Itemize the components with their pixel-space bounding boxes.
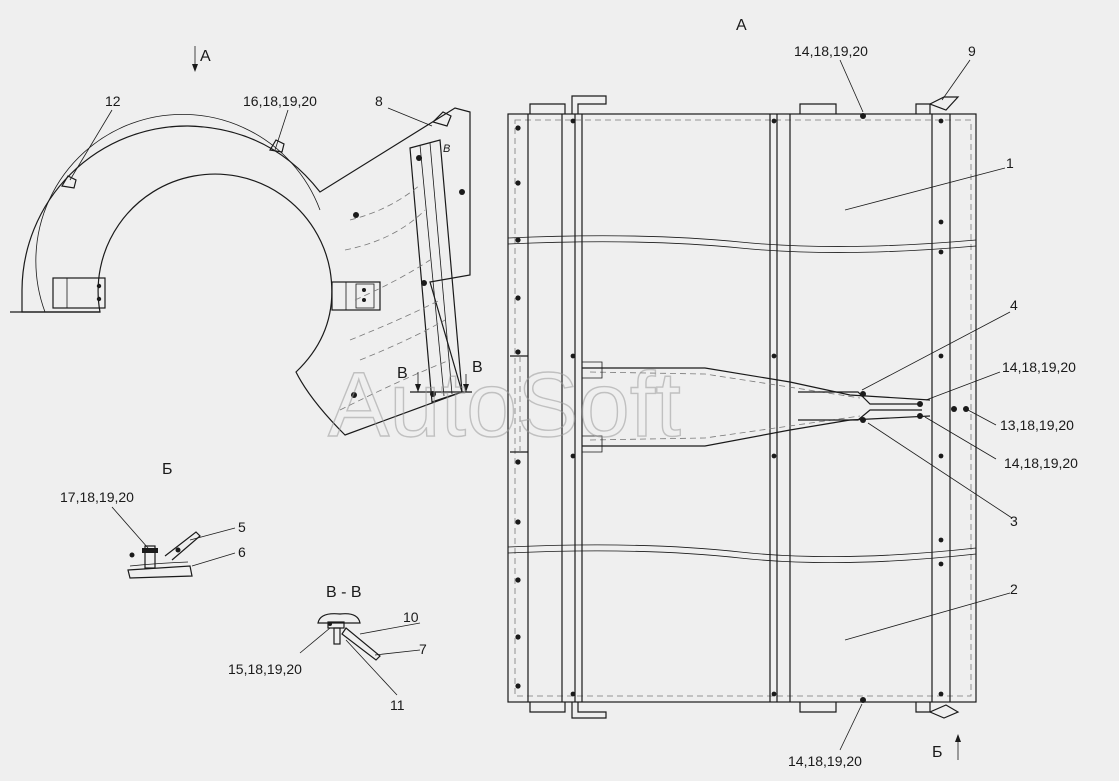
leader-lines	[69, 46, 1013, 760]
callout-9: 9	[968, 43, 976, 59]
section-mark-small: В	[443, 143, 450, 155]
callout-bottom-14-18-19-20: 14,18,19,20	[788, 753, 862, 769]
callout-2: 2	[1010, 581, 1018, 597]
callout-16-18-19-20: 16,18,19,20	[243, 93, 317, 109]
view-b-arrow-label: Б	[932, 744, 943, 761]
callout-top-14-18-19-20: 14,18,19,20	[794, 43, 868, 59]
callout-5: 5	[238, 519, 246, 535]
callout-10: 10	[403, 609, 419, 625]
view-a-arrow-label: А	[200, 48, 211, 65]
side-view	[10, 107, 472, 436]
section-mark-right: В	[472, 359, 483, 376]
callout-17-18-19-20: 17,18,19,20	[60, 489, 134, 505]
detail-b-title: Б	[162, 461, 173, 478]
callout-4: 4	[1010, 297, 1018, 313]
top-view	[507, 95, 977, 719]
callout-right-lower: 14,18,19,20	[1004, 455, 1078, 471]
callout-12: 12	[105, 93, 121, 109]
callout-7: 7	[419, 641, 427, 657]
view-a-title: А	[736, 17, 747, 34]
callout-right-upper: 14,18,19,20	[1002, 359, 1076, 375]
detail-b	[127, 531, 201, 579]
labels: А А Б В - В В В В Б 12 16,18,19,20 8 14,…	[60, 17, 1078, 769]
watermark-text: AutoSoft	[328, 354, 681, 456]
callout-8: 8	[375, 93, 383, 109]
callout-15-18-19-20: 15,18,19,20	[228, 661, 302, 677]
callout-13-18-19-20: 13,18,19,20	[1000, 417, 1074, 433]
callout-3: 3	[1010, 513, 1018, 529]
section-v-v	[317, 613, 381, 661]
callout-1: 1	[1006, 155, 1014, 171]
section-mark-left: В	[397, 365, 408, 382]
section-title: В - В	[326, 584, 362, 601]
callout-11: 11	[390, 697, 405, 713]
callout-6: 6	[238, 544, 246, 560]
